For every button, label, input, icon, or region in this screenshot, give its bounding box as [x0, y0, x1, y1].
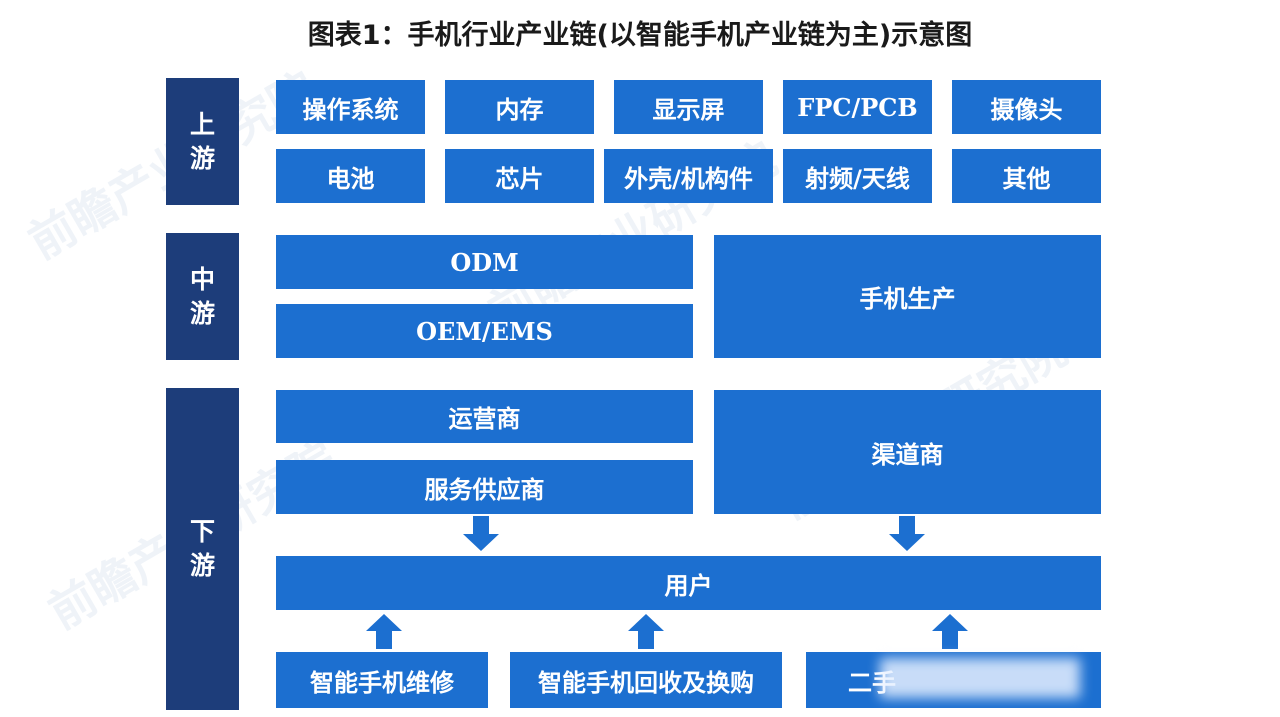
- section-label-downstream: 下游: [166, 388, 239, 710]
- diagram-title: 图表1：手机行业产业链(以智能手机产业链为主)示意图: [307, 20, 973, 51]
- upstream-box-rf-antenna: 射频/天线: [783, 149, 932, 203]
- arrow-up-icon: [932, 614, 968, 649]
- upstream-box-battery: 电池: [276, 149, 425, 203]
- upstream-box-os: 操作系统: [276, 80, 425, 134]
- midstream-box-phone-production: 手机生产: [714, 235, 1101, 358]
- upstream-box-chip: 芯片: [445, 149, 594, 203]
- upstream-box-display: 显示屏: [614, 80, 763, 134]
- downstream-box-operator: 运营商: [276, 390, 693, 443]
- arrow-up-icon: [628, 614, 664, 649]
- section-label-upstream: 上游: [166, 78, 239, 205]
- upstream-box-other: 其他: [952, 149, 1101, 203]
- downstream-box-repair: 智能手机维修: [276, 652, 488, 708]
- downstream-box-recycle-tradein: 智能手机回收及换购: [510, 652, 782, 708]
- upstream-box-camera: 摄像头: [952, 80, 1101, 134]
- downstream-label: 下游: [189, 517, 215, 580]
- upstream-box-housing: 外壳/机构件: [604, 149, 773, 203]
- downstream-box-service-provider: 服务供应商: [276, 460, 693, 514]
- midstream-box-odm: ODM: [276, 235, 693, 289]
- midstream-box-oem-ems: OEM/EMS: [276, 304, 693, 358]
- upstream-label: 上游: [189, 109, 215, 173]
- downstream-box-users: 用户: [276, 556, 1101, 610]
- midstream-label: 中游: [189, 264, 215, 328]
- downstream-box-channel: 渠道商: [714, 390, 1101, 514]
- upstream-box-fpc-pcb: FPC/PCB: [783, 80, 932, 134]
- arrow-down-icon: [463, 516, 499, 551]
- upstream-box-memory: 内存: [445, 80, 594, 134]
- blurred-overlay: [880, 658, 1080, 698]
- section-label-midstream: 中游: [166, 233, 239, 360]
- arrow-down-icon: [889, 516, 925, 551]
- arrow-up-icon: [366, 614, 402, 649]
